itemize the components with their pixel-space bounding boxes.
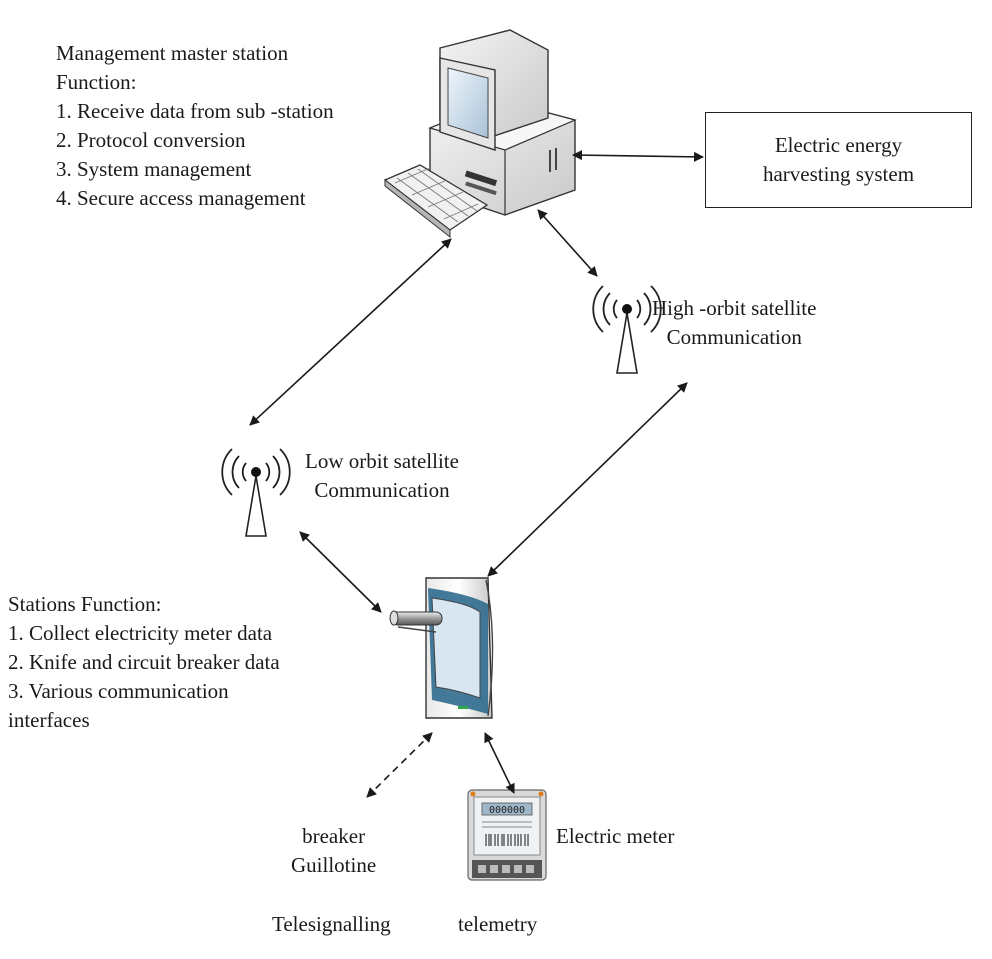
low-orbit-label: Low orbit satellite Communication bbox=[305, 447, 459, 505]
arrow-low-orbit-station bbox=[299, 531, 382, 613]
stations-line: 3. Various communication bbox=[8, 679, 229, 703]
high-orbit-antenna-icon bbox=[592, 285, 662, 374]
stations-line: interfaces bbox=[8, 708, 90, 732]
stations-function-description: Stations Function: 1. Collect electricit… bbox=[8, 590, 280, 735]
stations-line: 2. Knife and circuit breaker data bbox=[8, 650, 280, 674]
high-orbit-line: Communication bbox=[666, 325, 802, 349]
electric-meter-label: Electric meter bbox=[556, 824, 675, 848]
stations-line: 1. Collect electricity meter data bbox=[8, 621, 273, 645]
telemetry-label: telemetry bbox=[458, 912, 538, 936]
breaker-line: breaker bbox=[302, 824, 366, 848]
energy-box-line: Electric energy bbox=[774, 133, 903, 157]
master-line: Function: bbox=[56, 70, 137, 94]
breaker-line: Guillotine bbox=[291, 853, 377, 877]
arrow-station-meter bbox=[484, 732, 515, 794]
arrow-computer-high-orbit bbox=[537, 209, 598, 277]
electric-meter-icon: 000000 bbox=[467, 789, 547, 881]
station-terminal-icon bbox=[389, 577, 494, 719]
telesignalling-label: Telesignalling bbox=[272, 912, 391, 936]
energy-box-line: harvesting system bbox=[762, 162, 915, 186]
arrow-station-breaker bbox=[366, 732, 433, 798]
high-orbit-line: High -orbit satellite bbox=[652, 296, 817, 320]
master-line: 2. Protocol conversion bbox=[56, 128, 246, 152]
master-line: 4. Secure access management bbox=[56, 186, 306, 210]
master-station-description: Management master station Function: 1. R… bbox=[56, 39, 334, 213]
breaker-label: breaker Guillotine bbox=[291, 822, 376, 880]
low-orbit-line: Communication bbox=[314, 478, 450, 502]
computer-icon bbox=[383, 29, 577, 239]
master-line: 3. System management bbox=[56, 157, 252, 181]
master-line: 1. Receive data from sub -station bbox=[56, 99, 334, 123]
arrow-computer-energy bbox=[572, 150, 704, 162]
high-orbit-label: High -orbit satellite Communication bbox=[652, 294, 816, 352]
low-orbit-line: Low orbit satellite bbox=[305, 449, 459, 473]
energy-harvesting-box: Electric energy harvesting system bbox=[705, 112, 972, 208]
arrow-computer-low-orbit bbox=[249, 238, 452, 426]
low-orbit-antenna-icon bbox=[221, 448, 291, 537]
arrow-high-orbit-station bbox=[487, 382, 688, 577]
stations-line: Stations Function: bbox=[8, 592, 162, 616]
master-line: Management master station bbox=[56, 41, 289, 65]
meter-display: 000000 bbox=[489, 805, 525, 816]
